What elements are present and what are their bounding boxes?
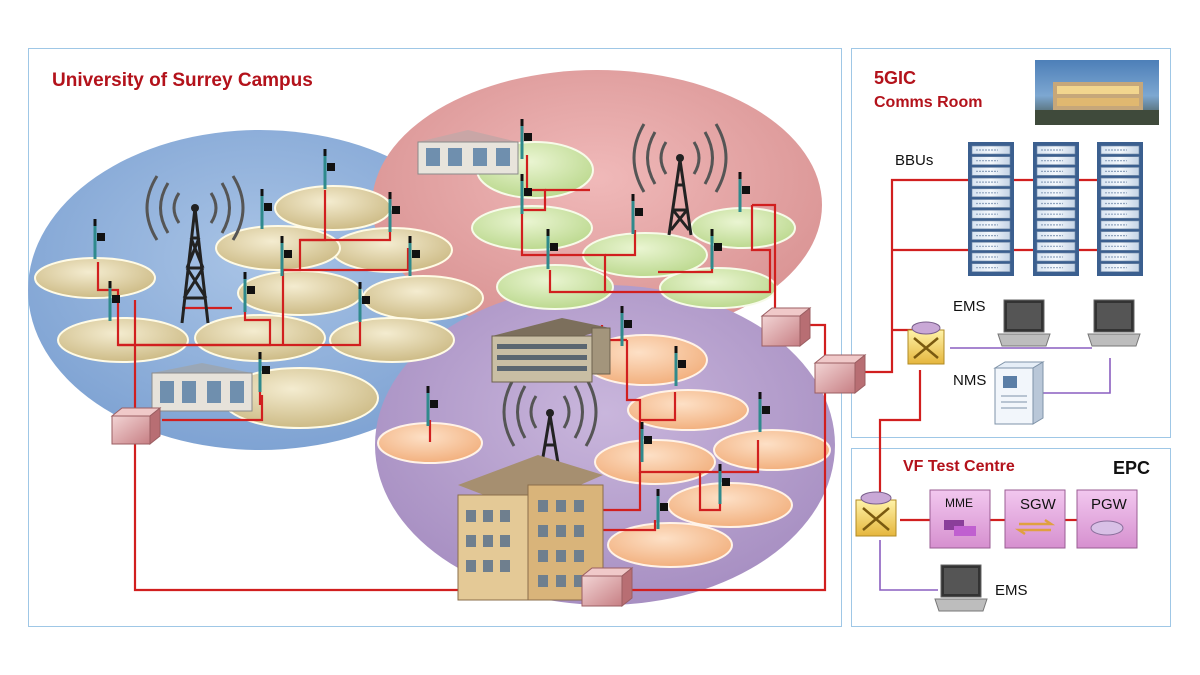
test-centre-ems-label: EMS	[995, 582, 1028, 599]
ems-label: EMS	[953, 298, 986, 315]
router-icon	[907, 321, 945, 365]
comms-room-title: 5GIC	[874, 68, 917, 88]
bbu-rack-icon	[968, 142, 1014, 276]
campus-title: University of Surrey Campus	[52, 70, 313, 91]
cells-blue	[34, 185, 484, 429]
antenna-icon	[710, 229, 722, 269]
aggregation-switch-icon	[110, 406, 162, 446]
cell	[471, 205, 593, 251]
bbu-racks	[968, 142, 1143, 276]
aggregation-switch-icon	[813, 353, 867, 395]
antenna-icon	[758, 392, 770, 432]
building-icon	[457, 455, 604, 601]
antenna-icon	[546, 229, 558, 269]
cell	[34, 257, 156, 299]
server-icon	[993, 361, 1045, 425]
epc-label: EPC	[1113, 458, 1151, 478]
antenna-icon	[243, 272, 255, 312]
antenna-icon	[260, 189, 272, 229]
laptop-icon	[997, 299, 1051, 347]
building-icon	[417, 130, 519, 175]
fibre-links	[96, 155, 1098, 592]
cell	[237, 270, 363, 316]
mme-label: MME	[945, 496, 973, 510]
laptop-icon	[934, 564, 988, 612]
router-icon	[855, 491, 897, 537]
sgw-box	[1004, 489, 1066, 549]
antenna-icon	[674, 346, 686, 386]
comms-room-subtitle: Comms Room	[874, 94, 983, 111]
antenna-icon	[388, 192, 400, 232]
antenna-icon	[358, 282, 370, 322]
cell	[667, 482, 793, 528]
antenna-icon	[620, 306, 632, 346]
radio-tower-icon	[632, 123, 728, 236]
antenna-icon	[280, 236, 292, 276]
antenna-icon	[408, 236, 420, 276]
test-centre-title: VF Test Centre	[903, 458, 1015, 475]
pgw-label: PGW	[1091, 496, 1127, 513]
antenna-icon	[323, 149, 335, 189]
aggregation-switch-icon	[760, 306, 812, 348]
cell	[331, 227, 453, 273]
cell	[496, 264, 614, 310]
antennas	[93, 119, 770, 529]
pgw-box	[1076, 489, 1138, 549]
cell	[627, 389, 749, 431]
cell	[607, 522, 733, 568]
antenna-icon	[93, 219, 105, 259]
building-icon	[491, 318, 611, 383]
cell	[690, 207, 796, 249]
bbu-rack-icon	[1033, 142, 1079, 276]
management-links	[879, 347, 1111, 591]
cell	[362, 275, 484, 321]
antenna-icon	[718, 464, 730, 504]
antenna-icon	[520, 174, 532, 214]
antenna-icon	[520, 119, 532, 159]
cell	[594, 439, 716, 485]
cells-pink	[471, 141, 796, 310]
cell	[659, 267, 777, 309]
cell	[274, 185, 392, 231]
cell	[215, 225, 341, 271]
sgw-label: SGW	[1020, 496, 1056, 513]
antenna-icon	[426, 386, 438, 426]
antenna-icon	[640, 422, 652, 462]
cell	[713, 429, 831, 471]
cell	[57, 317, 189, 363]
laptop-icon	[1087, 299, 1141, 347]
antenna-icon	[631, 194, 643, 234]
aggregation-switch-icon	[580, 566, 634, 608]
cell	[329, 317, 455, 363]
photo-icon	[1035, 60, 1159, 125]
mme-box	[929, 489, 991, 549]
antenna-icon	[656, 489, 668, 529]
bbu-rack-icon	[1097, 142, 1143, 276]
nms-label: NMS	[953, 372, 987, 389]
antenna-icon	[108, 281, 120, 321]
bbus-label: BBUs	[895, 152, 934, 169]
radio-tower-icon	[502, 377, 598, 476]
radio-tower-icon	[145, 175, 245, 324]
building-icon	[151, 363, 253, 412]
antenna-icon	[738, 172, 750, 212]
antenna-icon	[258, 352, 270, 392]
